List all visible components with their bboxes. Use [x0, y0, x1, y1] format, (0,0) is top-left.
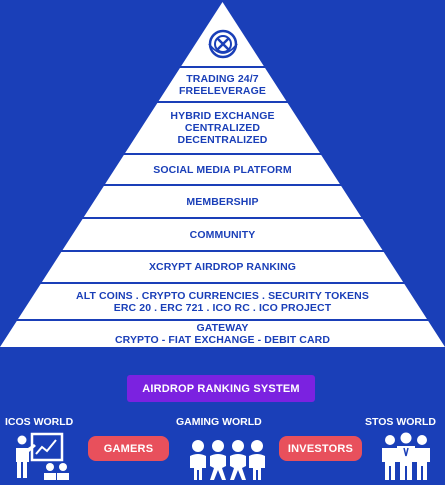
gamers-button[interactable]: GAMERS [88, 436, 169, 461]
airdrop-ranking-system-label: AIRDROP RANKING SYSTEM [142, 382, 300, 395]
tier-membership-band [83, 186, 362, 217]
stos-world-label: STOS WORLD [365, 416, 436, 428]
tier-trading-line-1: TRADING 24/7 [186, 72, 259, 85]
gamers-group-icon [190, 440, 265, 480]
tier-gateway-line-1: GATEWAY [196, 322, 249, 334]
airdrop-ranking-system-button[interactable]: AIRDROP RANKING SYSTEM [127, 375, 315, 402]
tier-coins-tokens-band [18, 284, 427, 319]
presenter-chart-icon [16, 432, 69, 480]
tier-coins-tokens-label: ALT COINS . CRYPTO CURRENCIES . SECURITY… [0, 290, 445, 314]
tier-gateway-label: GATEWAY CRYPTO - FIAT EXCHANGE - DEBIT C… [0, 322, 445, 346]
tier-airdrop-line-1: XCRYPT AIRDROP RANKING [148, 261, 297, 273]
tier-community-label: COMMUNITY [0, 229, 445, 241]
tier-social-media-label: SOCIAL MEDIA PLATFORM [0, 164, 445, 176]
tier-gateway-band [0, 321, 445, 347]
tier-hybrid-exchange-band [125, 103, 320, 153]
tier-coins-line-2: ERC 20 . ERC 721 . ICO RC . ICO PROJECT [113, 301, 332, 314]
investors-group-icon [382, 432, 430, 480]
tier-airdrop-ranking-band [41, 252, 404, 282]
tier-gateway-line-2: CRYPTO - FIAT EXCHANGE - DEBIT CARD [114, 334, 331, 346]
tier-social-line-1: SOCIAL MEDIA PLATFORM [153, 163, 292, 176]
pyramid-apex-band [181, 2, 264, 66]
tier-hybrid-exchange-label: HYBRID EXCHANGE CENTRALIZED DECENTRALIZE… [0, 110, 445, 146]
investors-button[interactable]: INVESTORS [279, 436, 362, 461]
tier-coins-line-1: ALT COINS . CRYPTO CURRENCIES . SECURITY… [76, 289, 369, 302]
tier-trading-label: TRADING 24/7 FREELEVERAGE [0, 73, 445, 97]
gaming-world-label: GAMING WORLD [176, 416, 262, 428]
tier-airdrop-ranking-label: XCRYPT AIRDROP RANKING [0, 261, 445, 273]
tier-membership-line-1: MEMBERSHIP [186, 195, 259, 208]
xcrypt-logo-icon [208, 29, 238, 59]
tier-social-media-band [105, 155, 340, 184]
tier-hybrid-line-1: HYBRID EXCHANGE [170, 110, 275, 122]
icos-world-label: ICOS WORLD [5, 416, 74, 428]
tier-trading-line-2: FREELEVERAGE [179, 84, 266, 97]
tier-membership-label: MEMBERSHIP [0, 196, 445, 208]
tier-community-band [62, 219, 383, 250]
tier-hybrid-line-2: CENTRALIZED [184, 122, 261, 134]
tier-trading-band [158, 68, 287, 101]
investors-label: INVESTORS [287, 442, 354, 455]
tier-hybrid-line-3: DECENTRALIZED [177, 134, 268, 146]
gamers-label: GAMERS [103, 442, 154, 455]
tier-community-line-1: COMMUNITY [189, 228, 256, 241]
